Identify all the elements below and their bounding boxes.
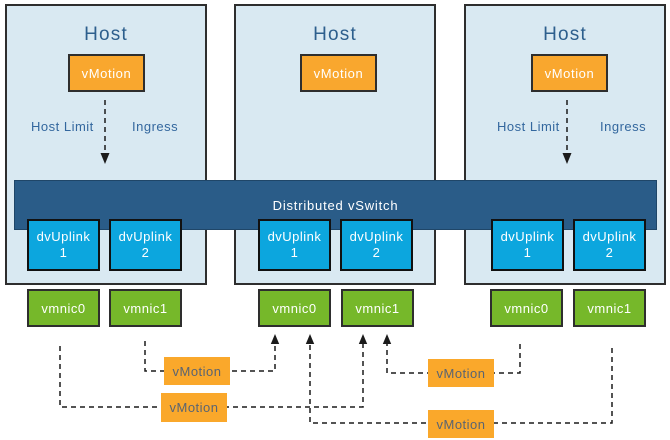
dvuplink-box-h2-1: dvUplink 1 (258, 219, 331, 271)
flow-vmotion-label-4: vMotion (428, 410, 494, 438)
vmnic-box-h2-1: vmnic1 (341, 289, 414, 327)
vmotion-box: vMotion (68, 54, 145, 92)
host-title: Host (84, 24, 128, 45)
dvuplink-number: 2 (141, 245, 150, 260)
ingress-label: Ingress (600, 119, 647, 134)
dvuplink-box-h1-2: dvUplink 2 (109, 219, 182, 271)
dvuplink-name: dvUplink (500, 228, 555, 244)
dvuplink-name: dvUplink (582, 228, 637, 244)
host-title: Host (313, 24, 357, 45)
dvuplink-number: 1 (290, 245, 299, 260)
dvuplink-number: 1 (523, 245, 532, 260)
dvuplink-box-h3-2: dvUplink 2 (573, 219, 646, 271)
flow-vmotion-label-2: vMotion (161, 393, 227, 422)
dvuplink-name: dvUplink (118, 228, 173, 244)
host-limit-label: Host Limit (497, 119, 560, 134)
vmnic-box-h1-1: vmnic1 (109, 289, 182, 327)
dvuplink-number: 1 (59, 245, 68, 260)
dvuplink-number: 2 (605, 245, 614, 260)
vmnic-box-h1-0: vmnic0 (27, 289, 100, 327)
host-limit-label: Host Limit (31, 119, 94, 134)
flow-vmotion-label-3: vMotion (428, 359, 494, 387)
ingress-label: Ingress (132, 119, 179, 134)
vmnic-box-h2-0: vmnic0 (258, 289, 331, 327)
dvuplink-name: dvUplink (267, 228, 322, 244)
dvuplink-name: dvUplink (349, 228, 404, 244)
vmotion-box: vMotion (300, 54, 377, 92)
vmnic-box-h3-1: vmnic1 (573, 289, 646, 327)
vmnic-box-h3-0: vmnic0 (490, 289, 563, 327)
dvuplink-box-h3-1: dvUplink 1 (491, 219, 564, 271)
dvuplink-box-h1-1: dvUplink 1 (27, 219, 100, 271)
flow-vmotion-label-1: vMotion (164, 357, 230, 385)
dvuplink-number: 2 (372, 245, 381, 260)
host-title: Host (543, 24, 587, 45)
dvuplink-name: dvUplink (36, 228, 91, 244)
dvuplink-box-h2-2: dvUplink 2 (340, 219, 413, 271)
vmotion-box: vMotion (531, 54, 608, 92)
